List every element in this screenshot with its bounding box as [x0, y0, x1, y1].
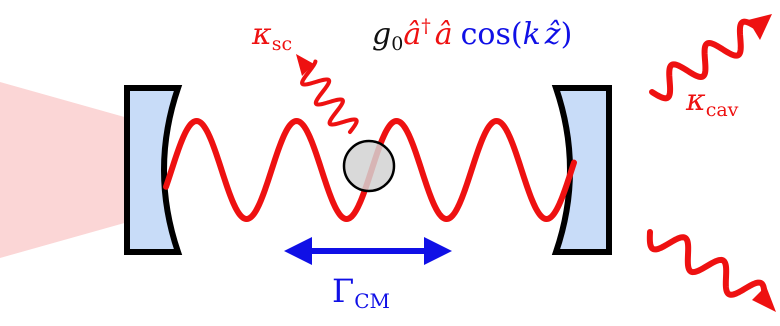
cavity-output-arrowhead-lower: [752, 286, 776, 312]
cavity-output-photon-lower: [646, 229, 768, 303]
gamma-cm-subscript: CM: [354, 289, 390, 313]
cavity-output-arrowhead-upper: [748, 14, 772, 40]
coupling-g-sub: 0: [391, 33, 403, 55]
laser-input-beam: [0, 82, 128, 258]
scattering-arrowhead: [296, 54, 314, 76]
coupling-close: ): [561, 17, 573, 52]
right-mirror: [551, 85, 612, 255]
gamma-cm-label: ΓCM: [332, 272, 390, 313]
levitated-particle: [342, 139, 396, 193]
gamma-cm-symbol: Γ: [332, 272, 354, 310]
coupling-dagger: †: [421, 15, 431, 37]
coupling-a: â: [435, 17, 453, 52]
kappa-cav-subscript: cav: [706, 99, 739, 121]
coupling-k: k: [523, 17, 541, 52]
scattering-photon-arrow: [300, 59, 359, 134]
coupling-cos: cos(: [461, 17, 523, 52]
cavity-output-photon-upper: [649, 18, 761, 102]
kappa-sc-symbol: κ: [251, 17, 272, 52]
coupling-g: g: [372, 17, 391, 52]
coupling-z: ẑ: [544, 17, 561, 52]
coupling-a-dag: â: [403, 17, 421, 52]
kappa-cav-symbol: κ: [685, 83, 706, 118]
kappa-sc-label: κsc: [251, 17, 292, 55]
left-mirror: [124, 85, 183, 255]
cm-damping-arrowhead-right: [424, 237, 452, 265]
kappa-cav-label: κcav: [685, 83, 739, 121]
cm-damping-arrowhead-left: [284, 237, 312, 265]
kappa-sc-subscript: sc: [272, 33, 292, 55]
